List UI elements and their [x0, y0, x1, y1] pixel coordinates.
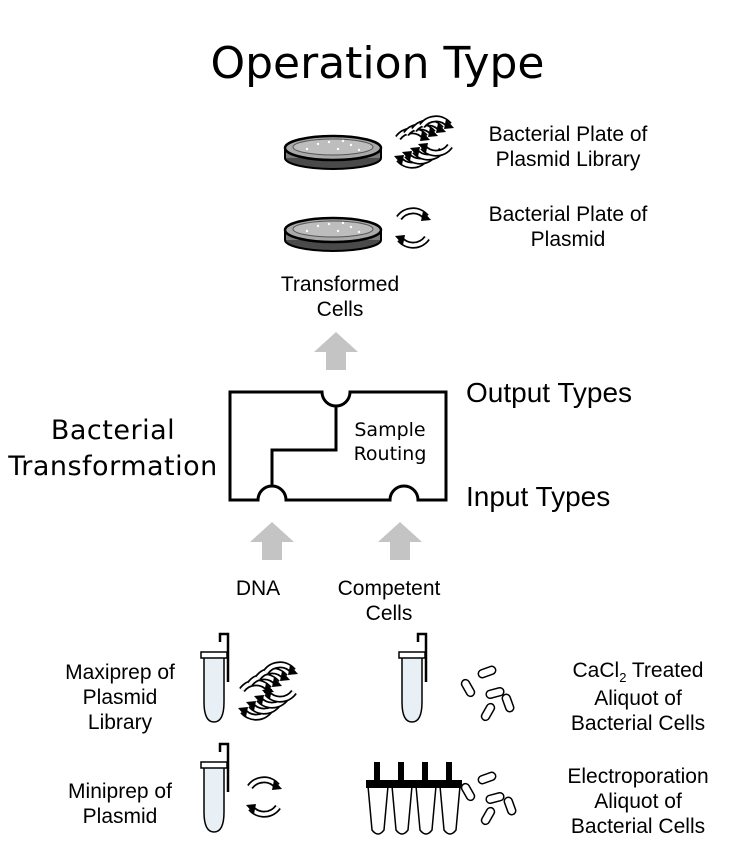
dna-label: DNA	[235, 577, 281, 600]
sample-routing-label: Sample Routing	[340, 419, 440, 467]
maxiprep-line1: Maxiprep of	[65, 661, 175, 684]
operation-name: Bacterial Transformation	[0, 415, 226, 484]
electroporation-line3: Bacterial Cells	[570, 815, 706, 839]
output-1-line2: Plasmid Library	[495, 148, 641, 172]
dna-up-arrow	[250, 522, 294, 560]
output-sample-line2: Cells	[316, 298, 364, 322]
plasmid-icon	[246, 780, 282, 814]
tube-icon	[397, 632, 428, 724]
output-up-arrow	[314, 332, 358, 370]
electroporation-tubes-icon	[365, 761, 463, 835]
output-sample-label: Transformed Cells	[240, 272, 440, 322]
operation-name-line2: Transformation	[8, 451, 218, 483]
output-1-line1: Bacterial Plate of	[488, 123, 648, 146]
sample-routing-line2: Routing	[353, 442, 427, 465]
plasmid-library-icon	[394, 119, 454, 165]
output-2-line2: Plasmid	[530, 228, 606, 252]
output-2-line1: Bacterial Plate of	[488, 203, 648, 226]
output-1-label: Bacterial Plate of Plasmid Library	[453, 122, 683, 172]
cacl2-line3: Bacterial Cells	[570, 711, 706, 735]
competent-cells-up-arrow	[378, 522, 422, 560]
competent-cells-line1: Competent	[337, 577, 441, 600]
input-types-label: Input Types	[466, 481, 611, 512]
sample-routing-line1: Sample	[354, 419, 426, 441]
plasmid-library-icon	[238, 665, 298, 717]
sample-routing-wire	[270, 406, 338, 486]
output-2-label: Bacterial Plate of Plasmid	[453, 202, 683, 252]
bacterial-plate-icon	[283, 216, 383, 253]
competent-cells-line2: Cells	[365, 602, 413, 626]
electroporation-line1: Electroporation	[567, 765, 709, 788]
miniprep-line1: Miniprep of	[68, 780, 172, 803]
maxiprep-label: Maxiprep of Plasmid Library	[40, 660, 200, 736]
miniprep-label: Miniprep of Plasmid	[40, 779, 200, 829]
maxiprep-line3: Library	[87, 711, 153, 735]
electroporation-label: Electroporation Aliquot of Bacterial Cel…	[528, 764, 748, 840]
competent-cells-label: Competent Cells	[314, 576, 464, 626]
operation-box	[228, 390, 448, 502]
output-sample-line1: Transformed	[280, 273, 400, 296]
electroporation-line2: Aliquot of	[594, 790, 682, 814]
plasmid-icon	[395, 211, 431, 245]
cacl2-label: CaCl2 Treated Aliquot of Bacterial Cells	[533, 658, 743, 736]
bacterial-cells-icon	[459, 664, 516, 723]
bacterial-cells-icon	[459, 770, 518, 827]
tube-icon	[199, 742, 230, 834]
maxiprep-line2: Plasmid	[82, 686, 158, 710]
output-types-label: Output Types	[466, 377, 633, 408]
miniprep-line2: Plasmid	[82, 805, 158, 829]
tube-icon	[199, 632, 230, 724]
cacl2-line1: CaCl2 Treated	[572, 659, 704, 686]
diagram-title: Operation Type	[210, 38, 545, 89]
operation-name-line1: Bacterial	[50, 415, 176, 446]
bacterial-plate-icon	[283, 134, 383, 171]
cacl2-line2: Aliquot of	[594, 686, 682, 710]
